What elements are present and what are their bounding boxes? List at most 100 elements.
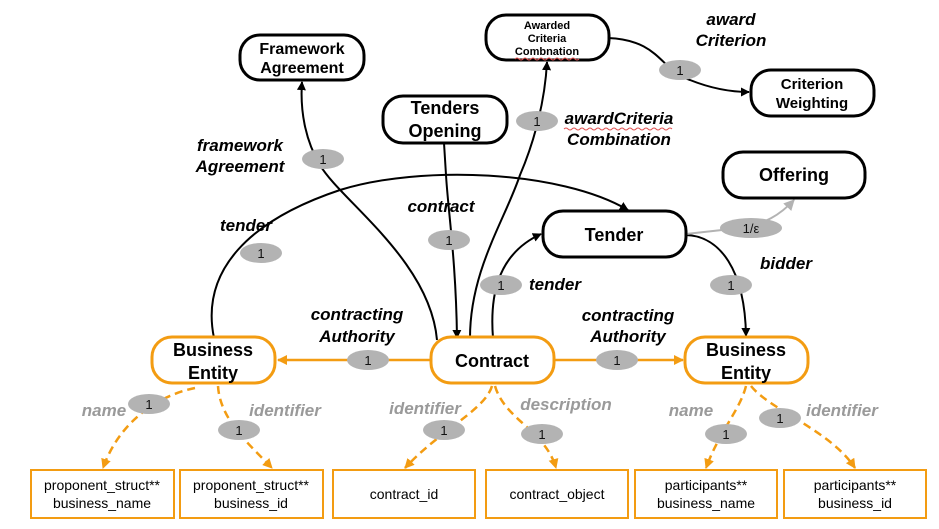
node-criterion-weighting: Criterion Weighting (749, 68, 876, 118)
badge-value: 1 (613, 353, 620, 368)
edge-label-contracting-authority-left-line2: Authority (318, 327, 396, 346)
node-label-line1: Tenders (411, 98, 480, 118)
badge-left-identifier: 1 (218, 420, 260, 440)
badge-contract-identifier: 1 (423, 420, 465, 440)
attribute-box-right-name: participants** business_name (634, 469, 778, 519)
node-label-line2: Opening (409, 121, 482, 141)
edge-label-award-criteria-line2: Combination (567, 130, 671, 149)
edge-label-tender-contract: tender (529, 275, 582, 294)
edge-label-award-criterion-line2: Criterion (696, 31, 767, 50)
node-contract: Contract (429, 335, 556, 385)
attr-label-right-identifier: identifier (806, 401, 879, 420)
attribute-value-line2: business_name (53, 495, 151, 511)
badge-contracting-authority-left: 1 (347, 350, 389, 370)
badge-value: 1 (776, 411, 783, 426)
badge-contract-description: 1 (521, 424, 563, 444)
badge-award-criterion: 1 (659, 60, 701, 80)
node-label-line2: Weighting (776, 95, 848, 112)
node-business-entity-left: Business Entity (150, 335, 277, 385)
attribute-box-contract-identifier: contract_id (332, 469, 476, 519)
badge-value: 1 (319, 152, 326, 167)
attribute-value-line1: proponent_struct** (193, 477, 310, 493)
node-label-line2: Agreement (260, 60, 344, 77)
node-framework-agreement: Framework Agreement (238, 33, 366, 82)
badge-value: 1 (727, 278, 734, 293)
badge-left-name: 1 (128, 394, 170, 414)
badge-tender-left: 1 (240, 243, 282, 263)
attribute-value-line2: business_id (214, 495, 288, 511)
attribute-value-line2: business_id (818, 495, 892, 511)
edge-tender-from-entity (210, 173, 629, 339)
node-label-line3: Combnation (515, 46, 579, 58)
attr-edge-right-identifier (750, 385, 857, 469)
node-label: Offering (759, 165, 829, 185)
badge-value: 1 (445, 233, 452, 248)
badge-right-identifier: 1 (759, 408, 801, 428)
attribute-box-right-identifier: participants** business_id (783, 469, 927, 519)
attr-edge-contract-description (493, 385, 559, 469)
badge-bidder: 1 (710, 275, 752, 295)
badge-value: 1/ε (743, 221, 760, 236)
node-label: Contract (455, 351, 529, 371)
edge-label-tender-left: tender (220, 216, 273, 235)
badge-tender-offering: 1/ε (720, 218, 782, 238)
attribute-value-line2: business_name (657, 495, 755, 511)
badge-value: 1 (235, 423, 242, 438)
node-tender: Tender (541, 209, 688, 259)
attribute-value-line1: participants** (814, 477, 897, 493)
node-label-line2: Entity (721, 363, 771, 383)
node-label-line1: Business (173, 340, 253, 360)
badge-value: 1 (440, 423, 447, 438)
node-tenders-opening: Tenders Opening (381, 94, 509, 145)
attribute-box-left-name: proponent_struct** business_name (30, 469, 175, 519)
attr-label-left-name: name (82, 401, 126, 420)
node-label: Tender (585, 225, 644, 245)
edge-bidder (685, 234, 751, 337)
spellcheck-squiggle (563, 127, 673, 131)
spellcheck-squiggle (514, 57, 580, 61)
badge-value: 1 (497, 278, 504, 293)
edge-label-contract: contract (407, 197, 475, 216)
node-label-line1: Criterion (781, 76, 844, 93)
attr-edge-right-name (704, 385, 748, 469)
badge-contracting-authority-right: 1 (596, 350, 638, 370)
node-offering: Offering (721, 150, 867, 200)
edge-label-award-criteria-line1: awardCriteria (565, 109, 674, 128)
node-business-entity-right: Business Entity (683, 335, 810, 385)
attribute-value-line1: contract_id (370, 486, 438, 502)
badge-contract-tenders-opening: 1 (428, 230, 470, 250)
attribute-box-left-identifier: proponent_struct** business_id (179, 469, 324, 519)
edge-label-contracting-authority-left-line1: contracting (311, 305, 404, 324)
badge-value: 1 (364, 353, 371, 368)
edge-label-award-criterion-line1: award (706, 10, 756, 29)
badge-right-name: 1 (705, 424, 747, 444)
attr-label-contract-identifier: identifier (389, 399, 462, 418)
badge-framework-agreement: 1 (302, 149, 344, 169)
edge-label-contracting-authority-right-line1: contracting (582, 306, 675, 325)
node-label-line2: Entity (188, 363, 238, 383)
node-awarded-criteria-combination: Awarded Criteria Combnation (484, 13, 611, 62)
attribute-value-line1: participants** (665, 477, 748, 493)
edge-label-contracting-authority-right-line2: Authority (589, 327, 667, 346)
node-label-line2: Criteria (528, 33, 567, 45)
badge-value: 1 (538, 427, 545, 442)
node-label-line1: Framework (259, 41, 344, 58)
edge-framework-agreement (296, 81, 438, 341)
badge-value: 1 (533, 114, 540, 129)
attribute-value-line1: proponent_struct** (44, 477, 161, 493)
badge-award-criteria-combination: 1 (516, 111, 558, 131)
badge-value: 1 (145, 397, 152, 412)
attr-label-left-identifier: identifier (249, 401, 322, 420)
badge-tender-contract: 1 (480, 275, 522, 295)
node-label-line1: Business (706, 340, 786, 360)
edge-label-bidder: bidder (760, 254, 813, 273)
edge-label-framework-agreement-line2: Agreement (195, 157, 286, 176)
node-label-line1: Awarded (524, 20, 570, 32)
attribute-value-line1: contract_object (510, 486, 605, 502)
attr-label-right-name: name (669, 401, 713, 420)
edge-award-criteria-combination (469, 61, 552, 339)
attribute-box-contract-description: contract_object (485, 469, 629, 519)
attr-label-contract-description: description (520, 395, 612, 414)
badge-value: 1 (722, 427, 729, 442)
